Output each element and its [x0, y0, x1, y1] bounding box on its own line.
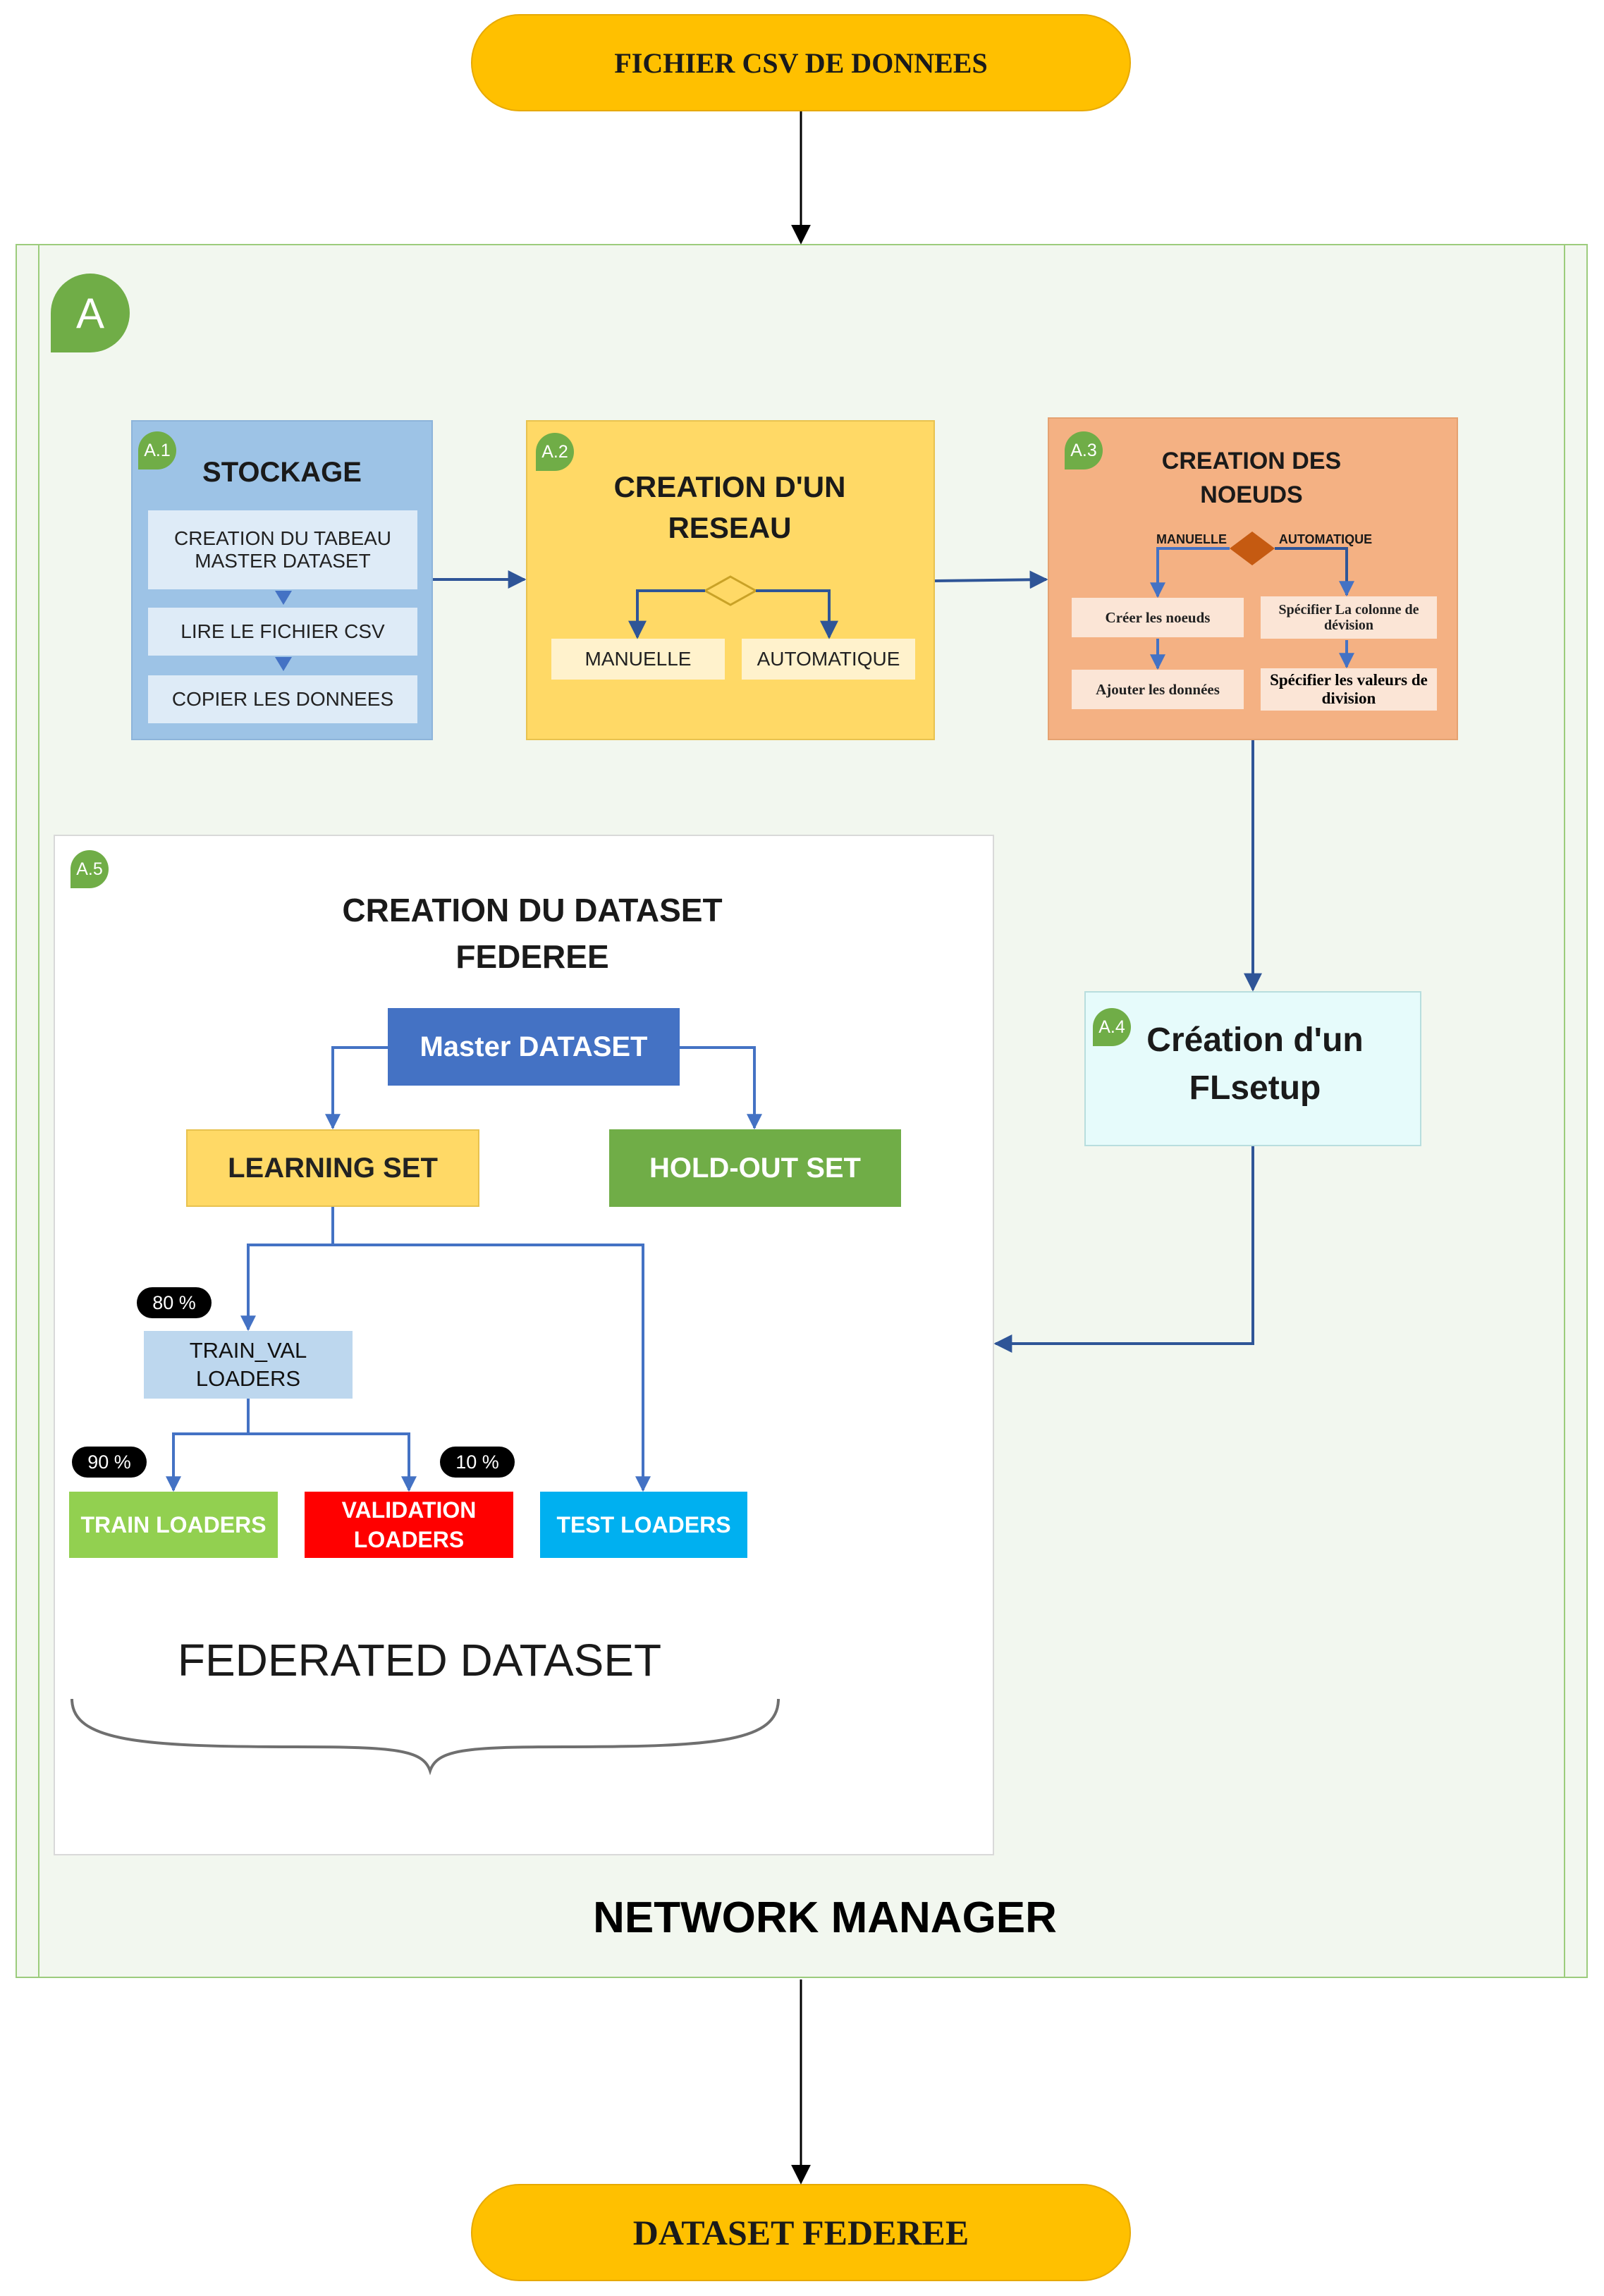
start-label: FICHIER CSV DE DONNEES	[614, 47, 988, 79]
train-val-loaders-node: TRAIN_VAL LOADERS	[144, 1331, 353, 1399]
end-terminal: DATASET FEDEREE	[471, 2184, 1131, 2281]
pct-train-val-badge: 80 %	[137, 1287, 212, 1318]
train-val-to-train	[166, 1399, 250, 1492]
a1-step-create-table: CREATION DU TABEAU MASTER DATASET	[148, 510, 417, 589]
container-left-rule	[38, 244, 39, 1978]
a3-label-manuelle: MANUELLE	[1156, 532, 1227, 546]
a1-arrow-2	[275, 657, 292, 671]
end-label: DATASET FEDEREE	[632, 2213, 969, 2252]
a1-step-read-csv: LIRE LE FICHIER CSV	[148, 608, 417, 656]
a3-step-create-nodes: Créer les noeuds	[1072, 598, 1244, 637]
test-loaders-node: TEST LOADERS	[540, 1492, 747, 1558]
master-to-learning	[325, 1046, 388, 1130]
a3-badge: A.3	[1065, 431, 1103, 469]
train-val-to-validation	[248, 1432, 417, 1492]
a1-badge: A.1	[138, 431, 176, 469]
a5-title: CREATION DU DATASET FEDEREE	[342, 892, 723, 975]
master-dataset-node: Master DATASET	[388, 1008, 680, 1086]
a3-decision-diamond	[1230, 532, 1275, 565]
a5-badge: A.5	[71, 850, 109, 888]
a4-flsetup-box	[1084, 991, 1421, 1146]
holdout-set-node: HOLD-OUT SET	[609, 1129, 901, 1207]
a2-decision-diamond	[702, 575, 759, 606]
a2-badge: A.2	[536, 433, 574, 471]
learning-set-node: LEARNING SET	[186, 1129, 479, 1207]
a1-arrow-1	[275, 591, 292, 605]
federated-dataset-label: FEDERATED DATASET	[177, 1635, 662, 1686]
validation-loaders-node: VALIDATION LOADERS	[305, 1492, 513, 1558]
master-to-holdout	[680, 1046, 762, 1130]
learning-to-test	[333, 1244, 651, 1492]
a1-title: STOCKAGE	[202, 456, 362, 488]
a3-branch-left	[1150, 547, 1230, 598]
a3-label-automatique: AUTOMATIQUE	[1278, 532, 1373, 546]
a3-title: CREATION DES NOEUDS	[1161, 448, 1342, 508]
federated-brace	[71, 1698, 780, 1776]
container-badge: A	[51, 274, 130, 352]
a2-branch-right	[756, 589, 838, 639]
a4-badge: A.4	[1093, 1008, 1131, 1046]
a2-option-manuelle: MANUELLE	[551, 639, 725, 680]
a2-title: CREATION D'UN RESEAU	[613, 470, 846, 544]
a2-branch-left	[628, 589, 705, 639]
a3-step-add-data: Ajouter les données	[1072, 670, 1244, 709]
pct-train-badge: 90 %	[72, 1447, 147, 1478]
arrow-a2-to-a3	[934, 570, 1048, 589]
container-right-rule	[1564, 244, 1565, 1978]
a3-step-specify-column: Spécifier La colonne de dévision	[1261, 596, 1437, 639]
learning-to-train-val	[240, 1207, 334, 1332]
start-terminal: FICHIER CSV DE DONNEES	[471, 14, 1131, 111]
arrow-a4-to-a5	[993, 1146, 1254, 1353]
a2-option-automatique: AUTOMATIQUE	[742, 639, 915, 680]
train-loaders-node: TRAIN LOADERS	[69, 1492, 278, 1558]
pct-val-badge: 10 %	[440, 1447, 515, 1478]
a4-title: Création d'un FLsetup	[1146, 1021, 1364, 1107]
a1-step-copy-data: COPIER LES DONNEES	[148, 675, 417, 723]
a3-branch-right	[1275, 547, 1354, 597]
network-manager-title: NETWORK MANAGER	[593, 1893, 1057, 1942]
a3-step-specify-values: Spécifier les valeurs de division	[1261, 668, 1437, 711]
